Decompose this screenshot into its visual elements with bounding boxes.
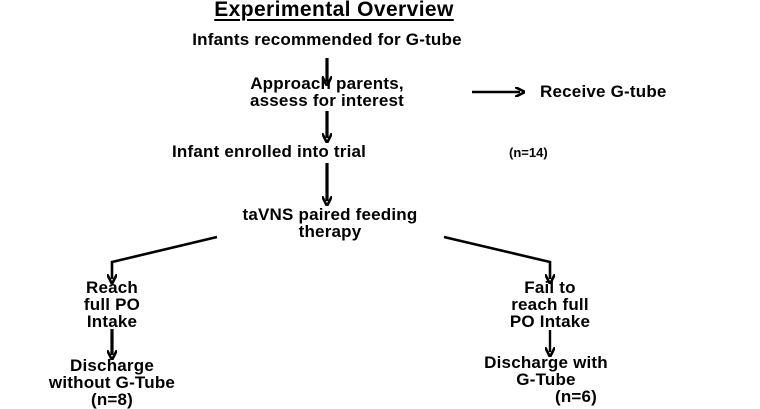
node-therapy-line1: taVNS paired feeding [242, 205, 418, 224]
node-therapy-line2: therapy [298, 222, 362, 241]
node-approach: Approach parents, assess for interest [187, 75, 467, 109]
diagram-title: Experimental Overview [214, 0, 454, 21]
node-reach-line1: Reach [85, 278, 139, 297]
node-discharge-without-line2: without G-Tube [48, 373, 176, 392]
node-discharge-with-line2: G-Tube [516, 370, 576, 389]
node-discharge-with-count: (n=6) [554, 387, 598, 406]
node-discharge-with: Discharge with G-Tube (n=6) [436, 354, 656, 405]
node-discharge-without-line1: Discharge [69, 356, 154, 375]
arrow-therapy-to-fail [443, 235, 550, 279]
node-enrolled: Infant enrolled into trial [172, 142, 367, 161]
node-discharge-with-line1: Discharge with [484, 353, 608, 372]
arrow-therapy-to-reach [112, 235, 218, 279]
node-reach-full-po: Reach full PO Intake [32, 279, 192, 330]
node-receive-gtube: Receive G-tube [540, 82, 667, 101]
node-fail-full-po: Fail to reach full PO Intake [470, 279, 630, 330]
flow-arrows [0, 58, 760, 400]
node-approach-line2: assess for interest [249, 91, 405, 110]
node-reach-line3: Intake [86, 312, 138, 331]
node-therapy: taVNS paired feeding therapy [177, 206, 483, 240]
node-enrolled-count: (n=14) [509, 145, 548, 160]
node-discharge-without: Discharge without G-Tube (n=8) [2, 357, 222, 408]
node-reach-line2: full PO [83, 295, 141, 314]
node-fail-line1: Fail to [524, 278, 576, 297]
node-fail-line3: PO Intake [509, 312, 591, 331]
node-recommended: Infants recommended for G-tube [192, 30, 462, 49]
node-approach-line1: Approach parents, [250, 74, 404, 93]
node-fail-line2: reach full [511, 295, 589, 314]
